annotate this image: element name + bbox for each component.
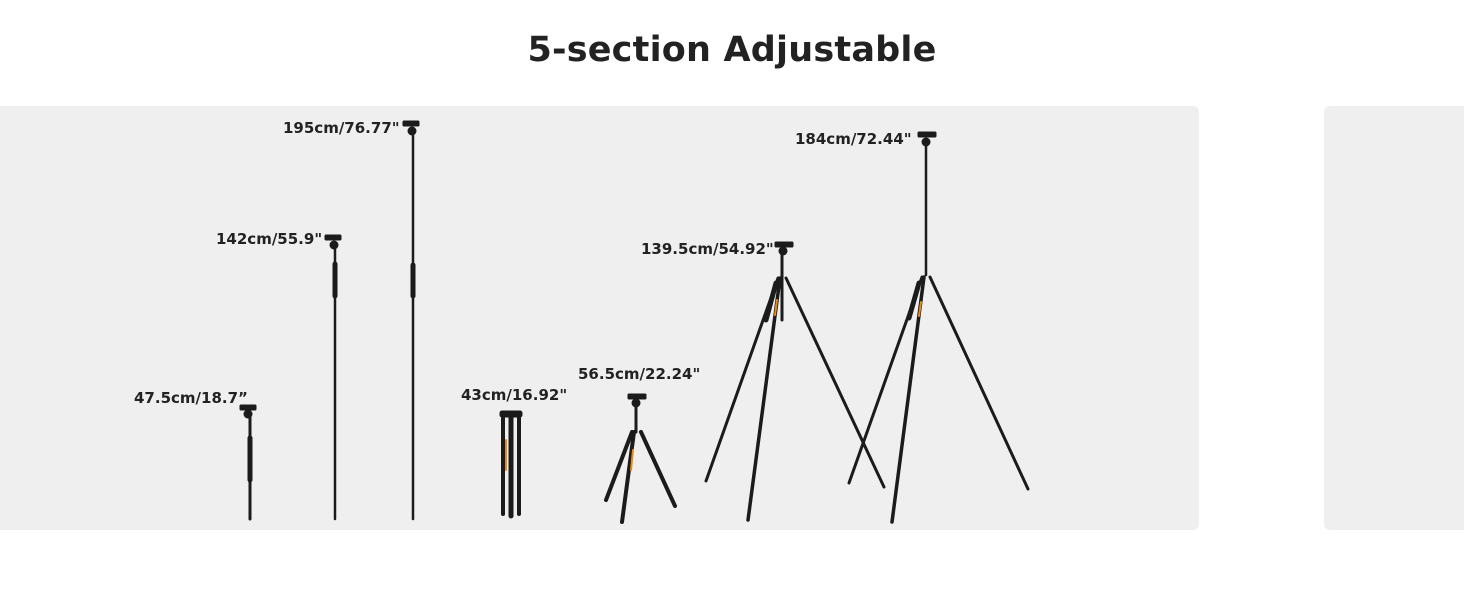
label-monopod-mid: 142cm/55.9" — [216, 230, 323, 248]
label-monopod-min: 47.5cm/18.7” — [134, 389, 248, 407]
label-monopod-max: 195cm/76.77" — [283, 119, 400, 137]
tripod-short — [604, 393, 677, 524]
label-tripod-min: 56.5cm/22.24" — [578, 365, 701, 383]
tripod-medium — [704, 241, 886, 522]
label-folded: 43cm/16.92" — [461, 386, 568, 404]
page-title: 5-section Adjustable — [527, 30, 937, 70]
tripod-tall — [847, 131, 1030, 524]
next-panel[interactable] — [1324, 106, 1464, 530]
monopod-medium — [324, 234, 342, 521]
monopod-tall — [402, 120, 420, 521]
label-tripod-max: 184cm/72.44" — [795, 130, 912, 148]
tripod-folded — [499, 410, 523, 519]
monopod-short — [239, 404, 257, 521]
label-tripod-mid: 139.5cm/54.92" — [641, 240, 774, 258]
product-panel — [0, 106, 1199, 530]
